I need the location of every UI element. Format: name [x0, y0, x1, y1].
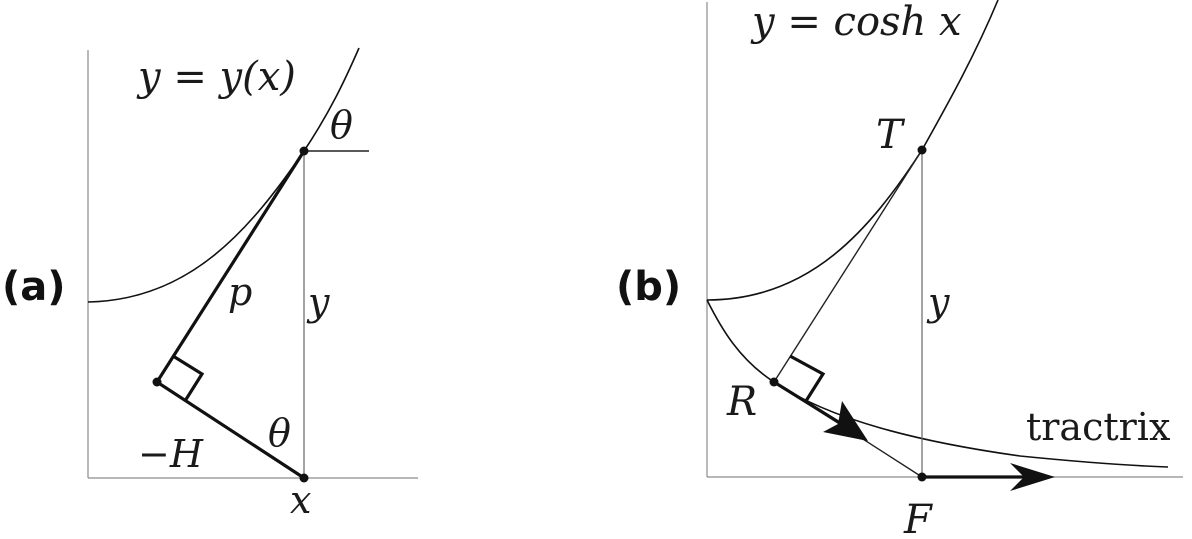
panel-b-cosh-curve — [706, 0, 999, 301]
panel-a-y-label: y — [306, 280, 330, 324]
panel-a-x-label: x — [290, 478, 311, 522]
panel-b-arrowhead-r — [823, 401, 868, 441]
panel-a-curve — [87, 47, 360, 303]
panel-b-label: (b) — [616, 264, 681, 310]
panel-a-theta-bottom-label: θ — [268, 411, 291, 455]
panel-b-right-angle-marker — [789, 354, 826, 402]
panel-b-y-label: y — [926, 280, 950, 324]
panel-a-segment-h — [156, 380, 305, 480]
panel-b: (b) y = cosh x T y R tractrix F — [616, 0, 1183, 539]
panel-a-curve-label: y = y(x) — [136, 54, 296, 100]
panel-b-tractrix — [706, 299, 1169, 468]
panel-b-point-f — [917, 472, 927, 482]
panel-a-p-label: p — [228, 270, 252, 314]
panel-b-curve-label: y = cosh x — [750, 0, 962, 45]
panel-a-point-top — [299, 146, 309, 156]
panel-a-tangent-p — [155, 150, 306, 383]
panel-a-point-foot — [152, 377, 162, 387]
panel-a-theta-top-label: θ — [330, 103, 353, 147]
panel-a: (a) y = y(x) θ p y θ −H x — [2, 47, 418, 522]
panel-a-point-x — [299, 473, 309, 483]
panel-a-h-label: −H — [138, 432, 204, 476]
panel-b-tangent-tr — [773, 149, 923, 383]
panel-b-arrowhead-f — [1010, 463, 1055, 491]
panel-b-f-label: F — [903, 497, 933, 539]
panel-b-velocity-arrow-r — [773, 380, 849, 430]
panel-b-tractrix-label: tractrix — [1026, 405, 1170, 449]
panel-b-r-label: R — [726, 379, 757, 425]
panel-b-point-r — [769, 377, 779, 387]
panel-b-point-t — [917, 145, 927, 155]
panel-a-label: (a) — [2, 264, 66, 310]
panel-b-t-label: T — [876, 112, 906, 158]
panel-a-right-angle-marker — [172, 354, 205, 402]
